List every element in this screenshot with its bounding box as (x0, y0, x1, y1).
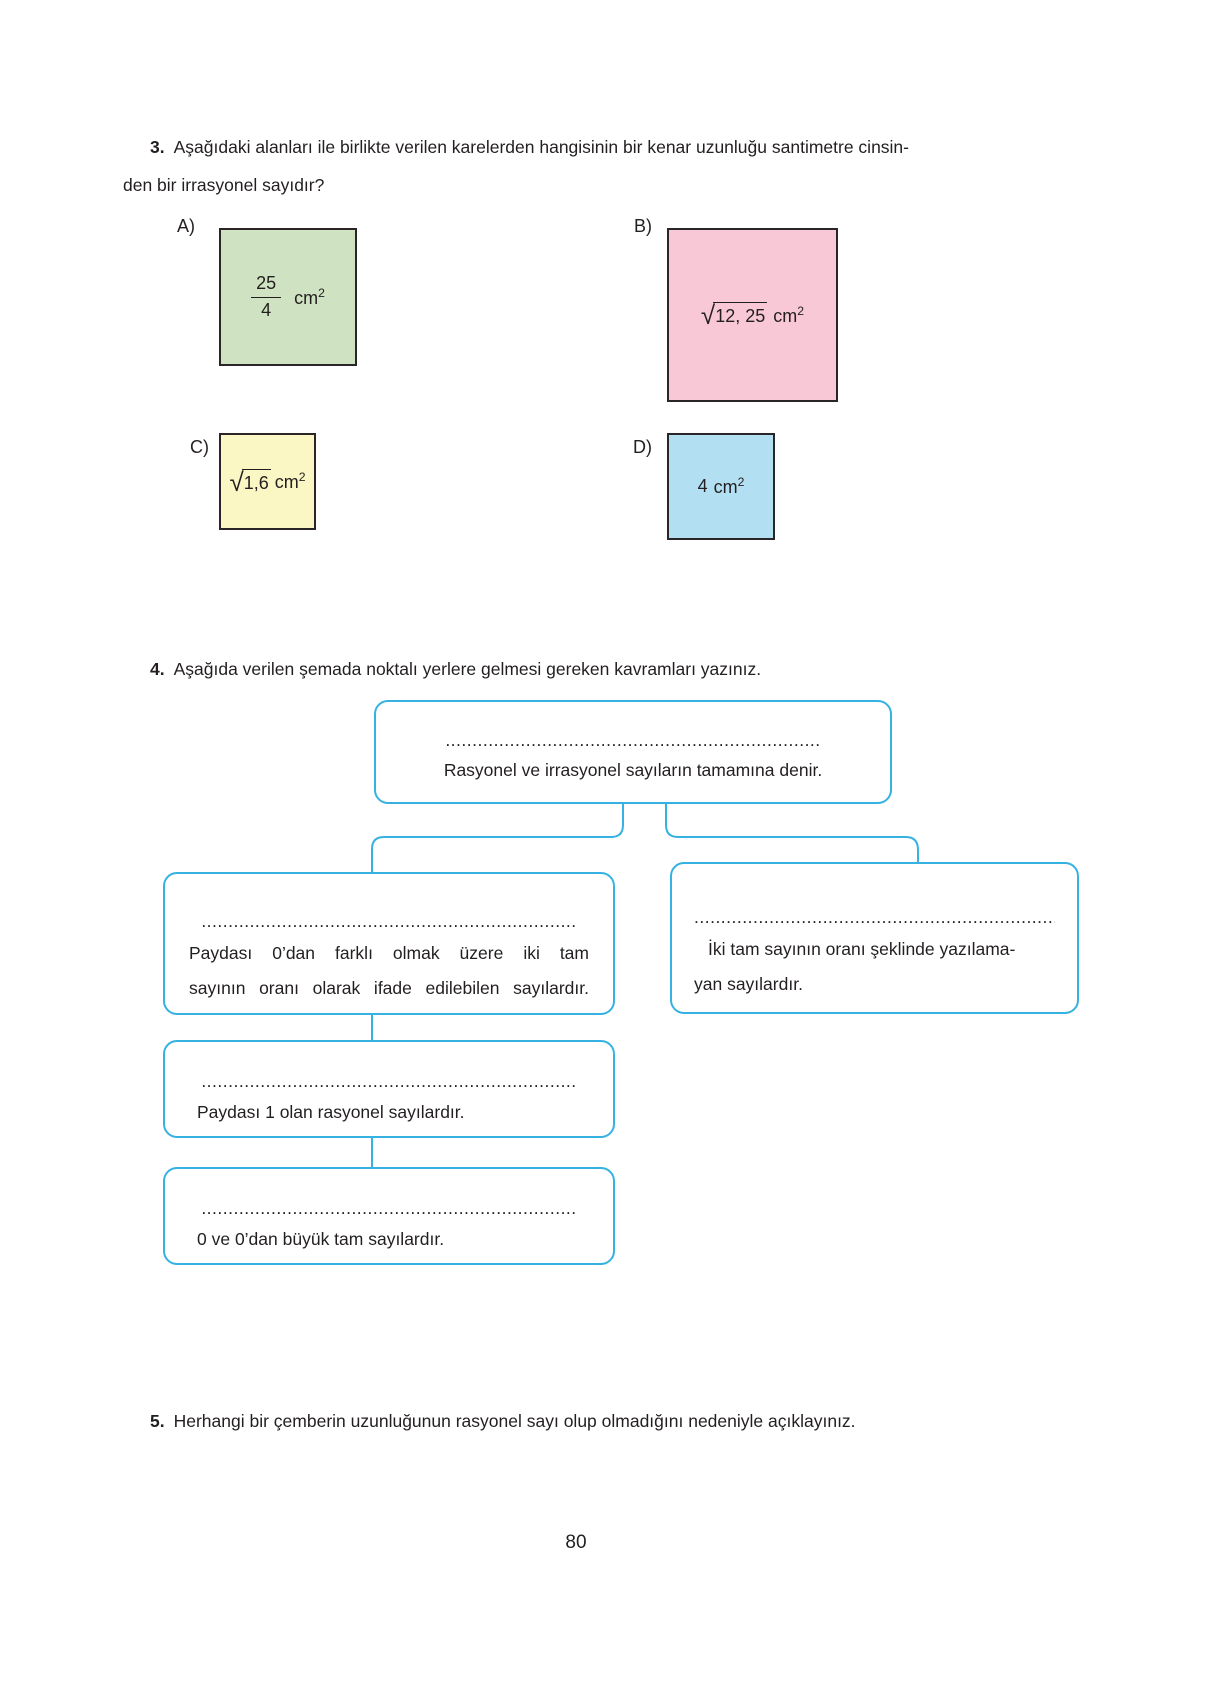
question-3-text-2: den bir irrasyonel sayıdır? (123, 175, 325, 195)
connector-root-to-rational (371, 804, 624, 872)
question-3-number: 3. (150, 137, 165, 157)
diagram-box-irrational-line-2: yan sayılardır. (694, 974, 803, 994)
question-4-number: 4. (150, 659, 165, 679)
option-d-square: 4 cm2 (667, 433, 775, 540)
fraction-denominator: 4 (261, 300, 272, 320)
question-3-text-1: Aşağıdaki alanları ile birlikte verilen … (173, 137, 909, 157)
option-b-label: B) (634, 216, 652, 236)
radicand: 1,6 (241, 468, 271, 494)
option-c-unit: cm2 (274, 470, 306, 492)
diagram-box-rational: ........................................… (163, 872, 615, 1015)
diagram-box-irrational-line-1: İki tam sayının oranı şeklinde yazılama- (708, 939, 1016, 959)
option-a-label: A) (177, 216, 195, 236)
diagram-box-naturals-text: 0 ve 0’dan büyük tam sayılardır. (197, 1229, 445, 1249)
radicand: 12, 25 (713, 302, 768, 327)
question-3: 3. Aşağıdaki alanları ile birlikte verile… (123, 128, 1113, 204)
option-a-square: 25 4 cm2 (219, 228, 357, 366)
diagram-box-naturals: ........................................… (163, 1167, 615, 1265)
radical-icon: √ (229, 466, 244, 497)
option-b-square: √ 12, 25 cm2 (667, 228, 838, 402)
unit-exponent: 2 (298, 470, 306, 484)
fraction-numerator: 25 (251, 273, 282, 298)
connector-root-to-irrational (665, 804, 919, 862)
unit-exponent: 2 (318, 285, 325, 300)
diagram-box-irrational: ........................................… (670, 862, 1079, 1014)
diagram-box-root: ........................................… (374, 700, 892, 804)
option-b-unit: cm2 (773, 303, 805, 326)
question-5: 5. Herhangi bir çemberin uzunluğunun rasy… (150, 1402, 1140, 1440)
fill-in-dotted-line: ........................................… (201, 1071, 577, 1091)
question-4-text: Aşağıda verilen şemada noktalı yerlere g… (173, 659, 762, 679)
question-4: 4. Aşağıda verilen şemada noktalı yerlere… (150, 650, 1110, 688)
question-5-number: 5. (150, 1411, 165, 1431)
diagram-box-integers: ........................................… (163, 1040, 615, 1138)
diagram-box-rational-line-1: Paydası 0’dan farklı olmak üzere iki tam (189, 943, 589, 963)
unit-exponent: 2 (737, 475, 745, 489)
unit-exponent: 2 (797, 303, 805, 318)
square-root-expression: √ 1,6 (229, 466, 271, 497)
option-d-value: 4 (697, 476, 708, 496)
option-a-unit: cm2 (294, 285, 325, 308)
diagram-box-integers-text: Paydası 1 olan rasyonel sayılardır. (197, 1102, 465, 1122)
fraction: 25 4 (251, 273, 282, 321)
fill-in-dotted-line: ........................................… (201, 1198, 577, 1218)
option-c-square: √ 1,6 cm2 (219, 433, 316, 530)
diagram-box-root-text: Rasyonel ve irrasyonel sayıların tamamın… (443, 760, 823, 780)
option-c-label: C) (190, 437, 209, 457)
diagram-box-rational-line-2: sayının oranı olarak ifade edilebilen sa… (189, 978, 589, 998)
fill-in-dotted-line: ........................................… (445, 730, 821, 750)
option-d-label: D) (633, 437, 652, 457)
square-root-expression: √ 12, 25 (700, 300, 768, 330)
page-number: 80 (565, 1532, 587, 1553)
fill-in-dotted-line: ........................................… (694, 907, 1055, 927)
option-d-unit: cm2 (713, 475, 745, 497)
radical-icon: √ (700, 300, 716, 330)
question-5-text: Herhangi bir çemberin uzunluğunun rasyon… (173, 1411, 856, 1431)
fill-in-dotted-line: ........................................… (201, 911, 577, 931)
question-3-line-1: 3. Aşağıdaki alanları ile birlikte verile… (123, 128, 1113, 166)
